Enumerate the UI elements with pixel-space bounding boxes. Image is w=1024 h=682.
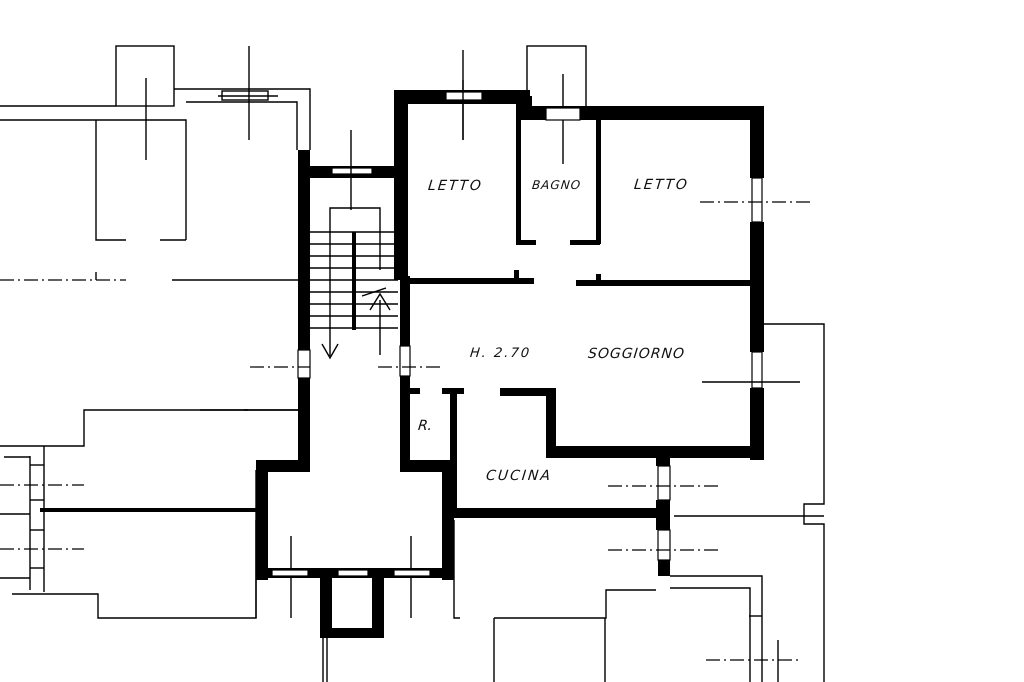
stairwell — [200, 130, 454, 638]
room-label-ripostiglio: R. — [417, 418, 434, 434]
neighbor-unit-right — [255, 45, 825, 682]
room-label-bagno: BAGNO — [531, 178, 582, 192]
room-label-soggiorno: SOGGIORNO — [587, 346, 686, 362]
room-label-letto-2: LETTO — [633, 177, 690, 193]
room-label-cucina: CUCINA — [485, 468, 553, 484]
room-label-letto-1: LETTO — [427, 178, 484, 194]
windows — [445, 80, 810, 561]
neighbor-unit-left — [0, 45, 311, 619]
apartment-walls — [394, 90, 764, 576]
stair-steps — [310, 207, 398, 360]
ceiling-height-label: H. 2.70 — [469, 346, 532, 361]
